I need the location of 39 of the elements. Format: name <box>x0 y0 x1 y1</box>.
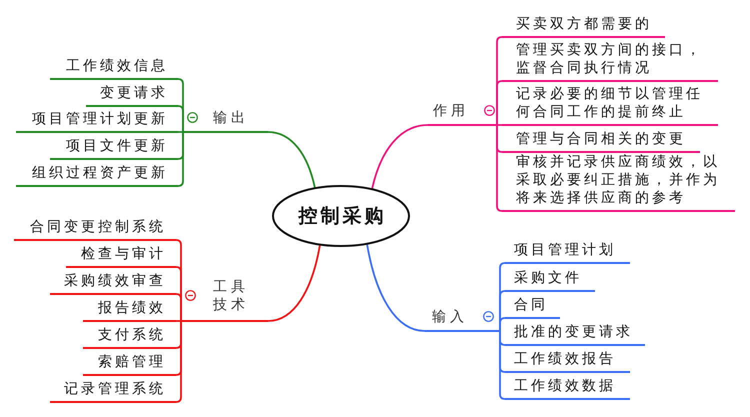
branch-topic-label: 作用 <box>433 102 470 120</box>
connector-line <box>178 105 184 132</box>
subtopic: 检查与审计 <box>66 244 176 268</box>
subtopic: 工作绩效报告 <box>505 349 630 373</box>
subtopic: 采购绩效审查 <box>50 271 176 295</box>
central-topic: 控制采购 <box>272 185 410 247</box>
connector-line <box>496 80 502 125</box>
subtopic: 审核并记录供应商绩效，以采取必要纠正措施，并作为将来选择供应商的参考 <box>502 154 735 212</box>
connector-line <box>371 124 428 190</box>
subtopic: 项目管理计划更新 <box>16 109 178 133</box>
branch-topic-label: 输出 <box>213 108 250 126</box>
subtopic: 支付系统 <box>83 325 176 349</box>
subtopic: 索赔管理 <box>83 352 176 376</box>
connector-line <box>268 244 321 322</box>
subtopic: 变更请求 <box>86 83 178 107</box>
subtopic: 项目文件更新 <box>50 136 178 160</box>
subtopic: 管理与合同相关的变更 <box>502 129 700 153</box>
subtopic: 工作绩效数据 <box>505 376 630 400</box>
subtopic: 采购文件 <box>505 268 595 292</box>
connector-line <box>497 124 502 126</box>
subtopic: 合同 <box>505 295 560 319</box>
connector-line <box>178 131 183 133</box>
connector-line <box>366 244 426 332</box>
subtopic: 买卖双方都需要的 <box>502 14 665 38</box>
subtopic: 项目管理计划 <box>505 240 630 264</box>
subtopic: 记录管理系统 <box>50 379 176 403</box>
subtopic: 合同变更控制系统 <box>14 217 176 241</box>
subtopic: 管理买卖双方间的接口，监督合同执行情况 <box>502 42 718 82</box>
subtopic: 工作绩效信息 <box>50 56 178 80</box>
connector-line <box>176 293 182 321</box>
branch-topic-label: 工具技术 <box>213 278 250 314</box>
subtopic: 组织过程资产更新 <box>16 163 178 187</box>
connector-line <box>268 131 316 188</box>
branch-topic-label: 输入 <box>432 308 469 326</box>
subtopic: 批准的变更请求 <box>505 322 645 346</box>
connector-line <box>499 317 506 331</box>
connector-line <box>176 320 181 322</box>
subtopic: 记录必要的细节以管理任何合同工作的提前终止 <box>502 86 718 126</box>
subtopic: 报告绩效 <box>83 298 176 322</box>
